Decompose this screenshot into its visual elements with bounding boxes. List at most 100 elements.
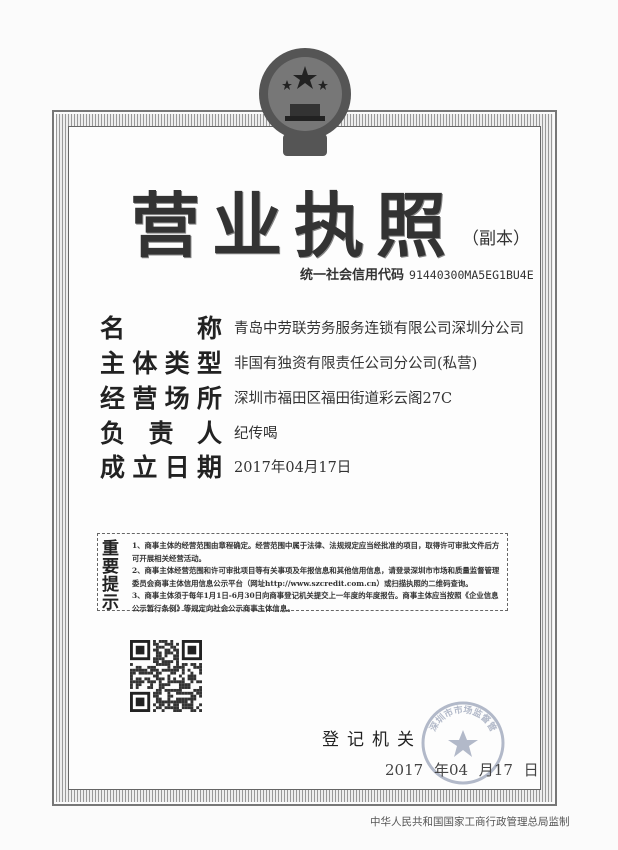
qr-module [173,657,177,661]
qr-module [161,683,165,687]
qr-finder [135,697,145,707]
qr-module [161,645,165,649]
qr-module [158,651,162,655]
qr-module [170,640,174,643]
qr-module [176,706,179,710]
qr-module [181,663,185,666]
qr-module [153,640,156,643]
official-seal-stamp: 深圳市市场监督管理局 [420,700,505,785]
qr-module [184,706,188,710]
qr-module [153,668,156,672]
qr-module [164,642,168,646]
field-label: 成立日期 [100,448,222,484]
qr-module [158,640,162,643]
qr-module [193,709,197,712]
qr-module [158,680,162,684]
qr-module [147,671,151,675]
qr-module [158,691,162,695]
qr-module [141,668,145,672]
notice-body: 1、商事主体的经营范围由章程确定。经营范围中属于法律、法规规定应当经批准的项目，… [124,534,507,613]
qr-module [153,648,156,652]
qr-module [170,680,174,684]
qr-module [150,665,154,669]
qr-module [173,671,177,675]
qr-module [176,688,179,692]
notice-heading: 重要提示 [102,539,119,613]
qr-module [176,657,179,661]
qr-module [187,677,191,681]
qr-module [190,703,194,707]
qr-module [190,706,194,710]
copy-indicator: （副本） [462,229,530,249]
qr-module [153,691,156,695]
qr-module [161,657,165,661]
qr-module [173,668,177,672]
qr-module [196,691,200,695]
qr-module [199,671,202,675]
qr-module [193,694,197,698]
qr-module [170,671,174,675]
qr-module [173,688,177,692]
qr-module [144,671,148,675]
qr-module [178,688,182,692]
registration-date: 2017 年04 月17 日 [385,761,539,779]
qr-module [199,680,202,684]
qr-module [161,663,165,666]
qr-module [193,697,197,701]
qr-module [153,642,156,646]
qr-module [173,654,177,658]
qr-module [184,700,188,704]
qr-module [184,686,188,689]
qr-module [167,697,171,701]
qr-module [155,642,159,646]
qr-module [173,706,177,710]
qr-module [173,677,177,681]
field-established: 成立日期 2017年04月17日 [100,448,351,484]
qr-module [167,642,171,646]
qr-module [170,700,174,704]
qr-module [135,686,139,689]
field-label: 主体类型 [100,344,222,380]
field-principal: 负责人 纪传喝 [100,417,278,448]
field-value: 非国有独资有限责任公司分公司(私营) [234,355,478,372]
qr-module [135,680,139,684]
qr-module [147,686,151,689]
qr-module [167,700,171,704]
important-notice: 重要提示 1、商事主体的经营范围由章程确定。经营范围中属于法律、法规规定应当经批… [97,533,508,613]
qr-module [155,648,159,652]
qr-module [196,688,200,692]
qr-module [199,694,202,698]
qr-module [155,677,159,681]
qr-code[interactable] [130,640,202,712]
qr-module [199,709,202,712]
qr-module [199,663,202,666]
qr-module [130,680,133,684]
qr-module [164,640,168,643]
qr-module [196,665,200,669]
qr-module [178,709,182,712]
qr-module [158,677,162,681]
qr-module [138,680,142,684]
qr-module [184,703,188,707]
qr-module [164,688,168,692]
qr-module [138,665,142,669]
qr-module [164,660,168,664]
qr-module [161,686,165,689]
qr-module [161,668,165,672]
qr-module [181,691,185,695]
notice-item: 3、商事主体须于每年1月1日-6月30日向商事登记机关提交上一年度的年度报告。商… [132,591,499,613]
qr-module [181,668,185,672]
qr-module [181,677,185,681]
qr-module [158,654,162,658]
qr-module [153,680,156,684]
qr-module [184,663,188,666]
qr-module [181,686,185,689]
qr-module [199,668,202,672]
qr-module [167,665,171,669]
qr-module [155,691,159,695]
qr-module [158,686,162,689]
qr-module [130,671,133,675]
qr-module [170,651,174,655]
qr-module [190,709,194,712]
